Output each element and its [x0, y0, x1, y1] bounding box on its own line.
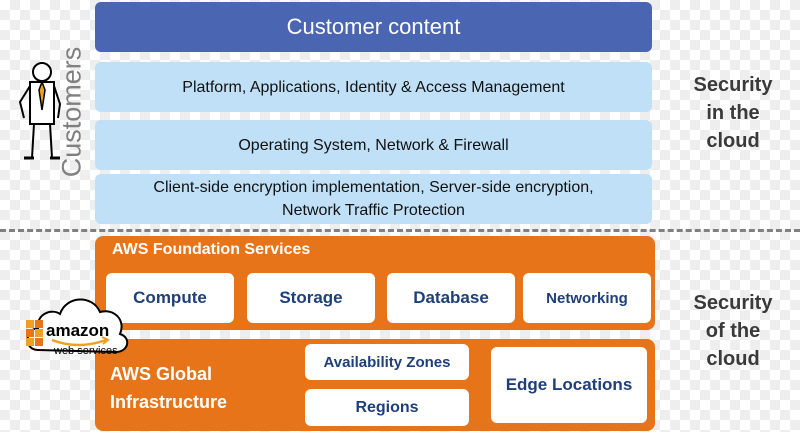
encryption-layer-line2: Network Traffic Protection [282, 202, 465, 219]
global-title-line: AWS Global [110, 364, 213, 384]
security-of-the-cloud-label: Security of the cloud [678, 289, 788, 373]
amazon-web-services-logo: amazon web services [22, 284, 132, 366]
encryption-layer-line1: Client-side encryption implementation, S… [153, 179, 594, 196]
global-title-line: Infrastructure [110, 392, 228, 412]
networking-box: Networking [523, 273, 651, 323]
side-label-line: cloud [706, 130, 760, 152]
logo-subtitle: web services [53, 345, 118, 357]
storage-box: Storage [247, 273, 375, 323]
os-network-firewall-layer: Operating System, Network & Firewall [95, 120, 652, 170]
side-label-line: cloud [706, 348, 760, 370]
customers-label: Customers [56, 46, 87, 178]
regions-box: Regions [305, 389, 469, 426]
side-label-line: in the [706, 102, 760, 124]
side-label-line: of the [705, 320, 761, 342]
global-infrastructure-title: AWS Global Infrastructure [110, 360, 227, 416]
availability-zones-box: Availability Zones [305, 344, 469, 380]
compute-box: Compute [106, 273, 234, 323]
edge-locations-box: Edge Locations [491, 347, 647, 423]
encryption-layer: Client-side encryption implementation, S… [95, 174, 652, 224]
customer-content-box: Customer content [95, 2, 652, 52]
customer-person-icon [18, 62, 62, 160]
side-label-line: Security [693, 292, 773, 314]
security-in-the-cloud-label: Security in the cloud [678, 71, 788, 155]
database-box: Database [387, 273, 515, 323]
platform-iam-layer: Platform, Applications, Identity & Acces… [95, 62, 652, 112]
cubes-icon [26, 320, 43, 346]
foundation-services-title: AWS Foundation Services [112, 241, 311, 258]
responsibility-divider [0, 229, 800, 232]
side-label-line: Security [693, 74, 773, 96]
logo-brand: amazon [46, 321, 109, 340]
cloud-icon: amazon web services [26, 298, 129, 357]
